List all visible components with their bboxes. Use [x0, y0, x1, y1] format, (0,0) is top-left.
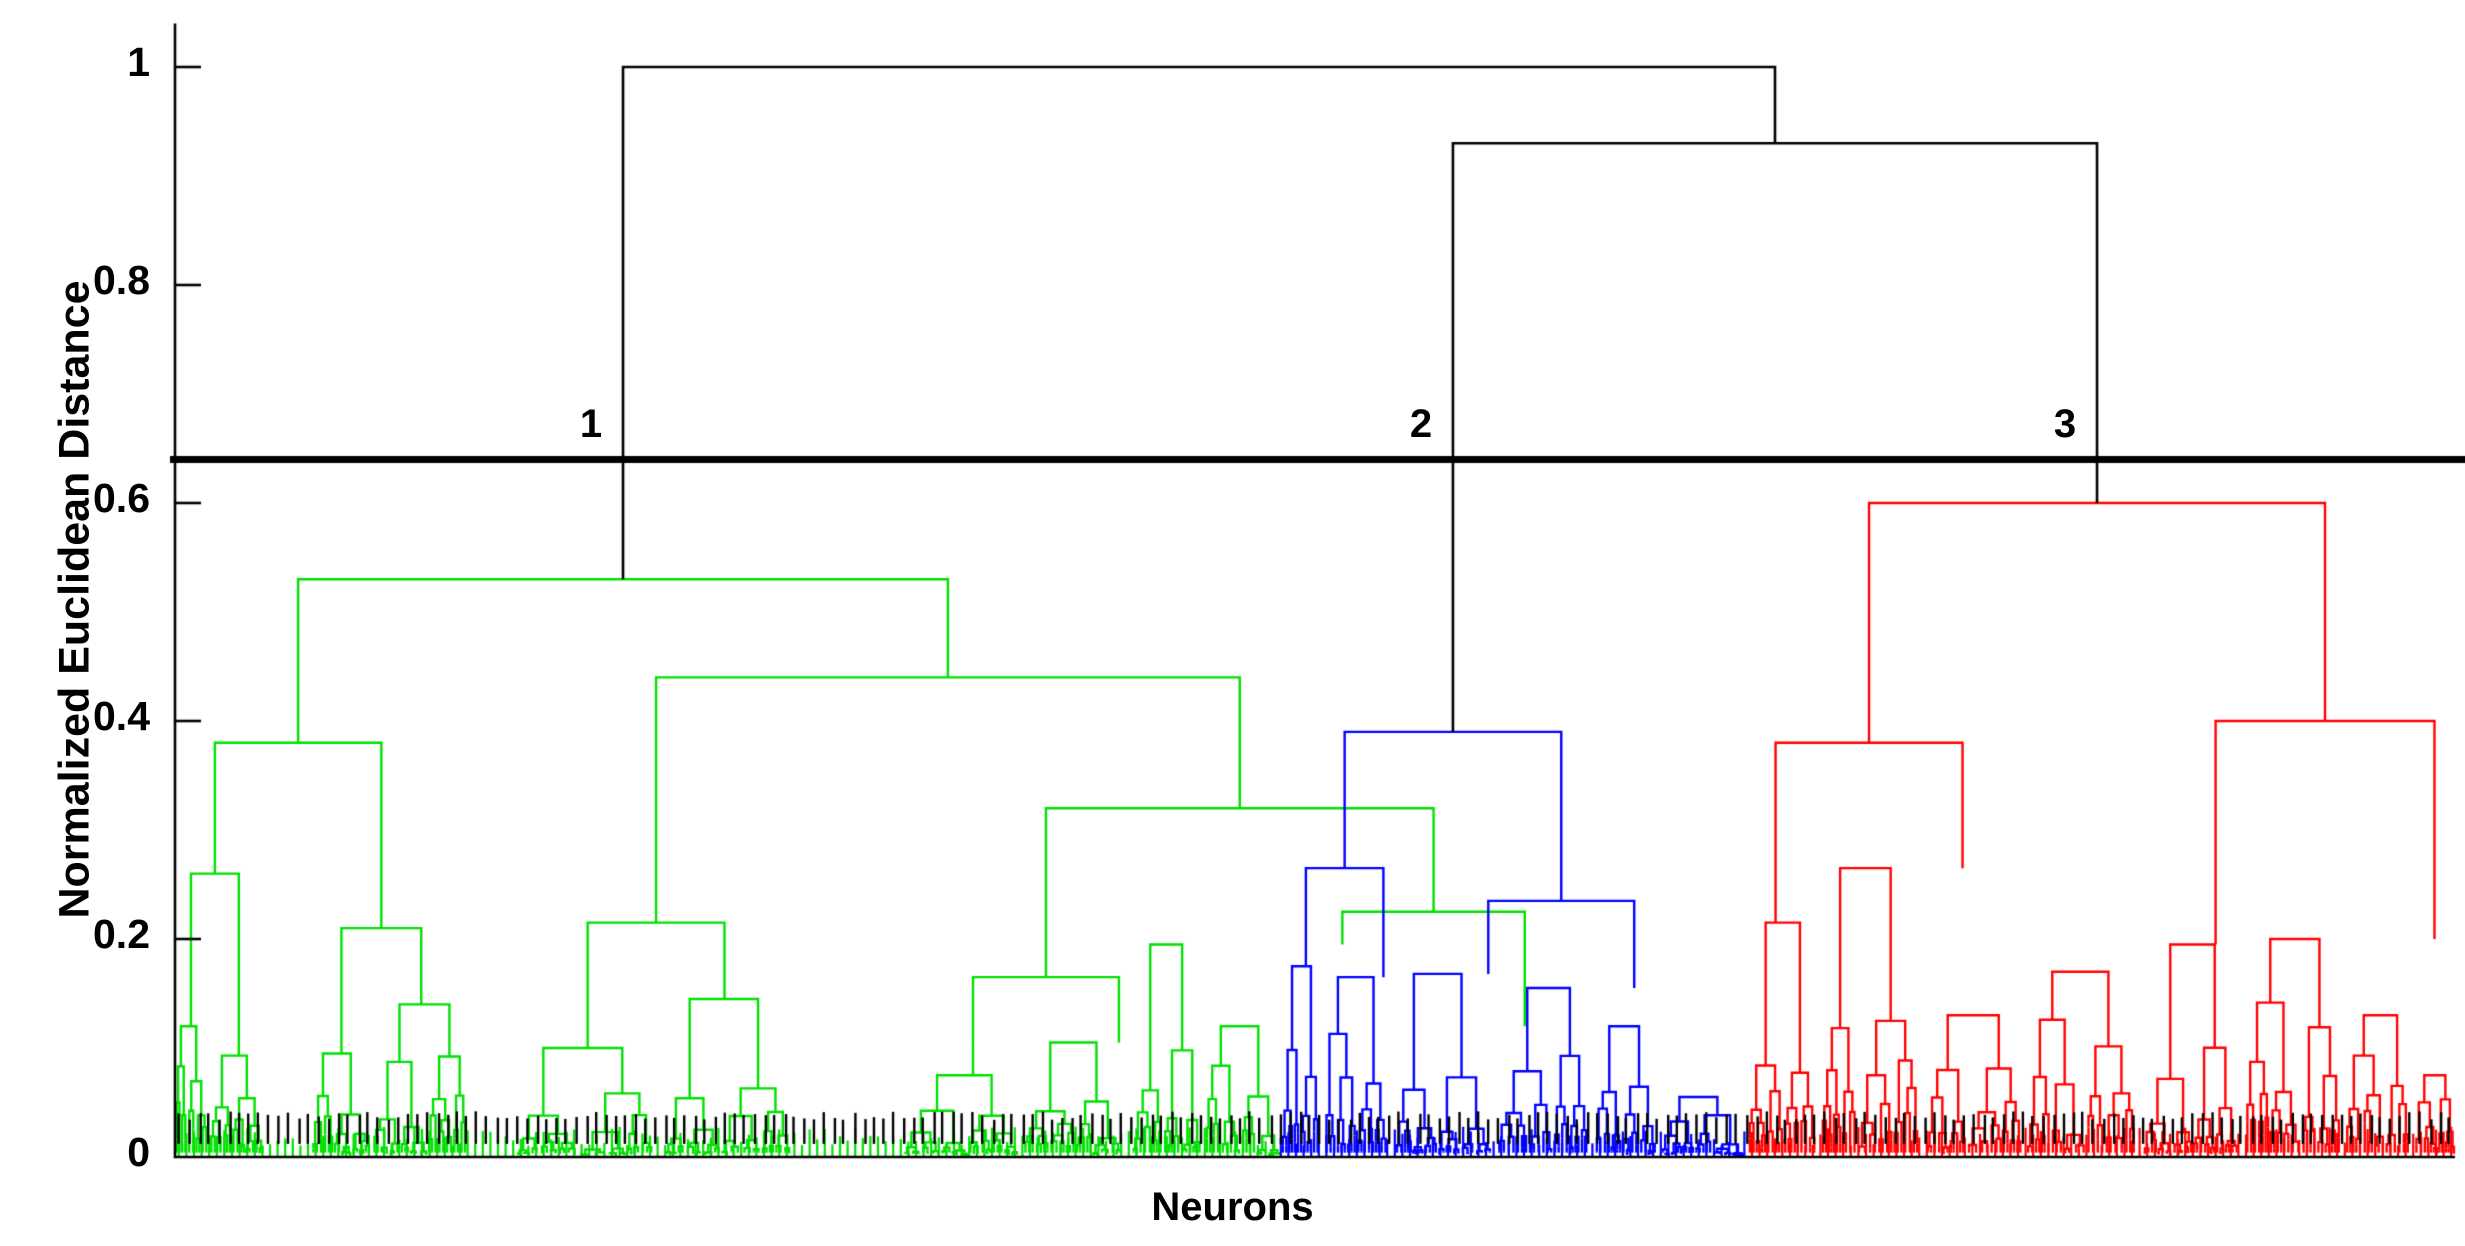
y-tick-label-0.8: 0.8	[93, 257, 150, 303]
y-tick-label-1: 1	[127, 39, 150, 85]
y-axis-label: Normalized Euclidean Distance	[50, 280, 99, 919]
y-tick-label-0.6: 0.6	[93, 475, 150, 521]
cluster-label-3: 3	[2053, 402, 2077, 447]
y-tick-label-0.4: 0.4	[93, 693, 150, 739]
y-tick-label-0: 0	[127, 1129, 150, 1175]
cluster-label-1: 1	[579, 402, 603, 447]
x-axis-label: Neurons	[1151, 1185, 1314, 1229]
y-tick-label-0.2: 0.2	[93, 911, 150, 957]
cluster-label-2: 2	[1409, 402, 1433, 447]
